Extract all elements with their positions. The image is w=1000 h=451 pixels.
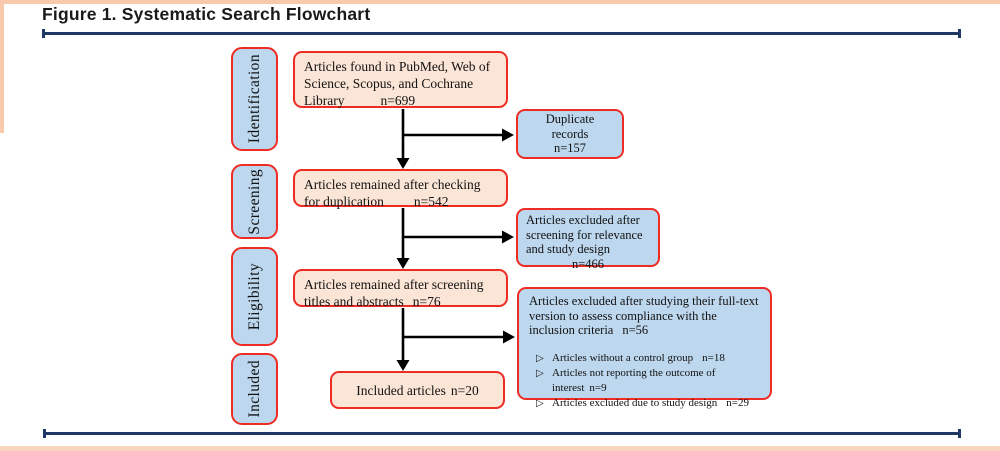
exclusion-reason-2-count: n=29 <box>726 396 749 409</box>
bottom-accent-strip <box>0 446 1000 451</box>
bullet-arrow-icon: ▷ <box>536 367 544 379</box>
box-after-duplication-text: Articles remained after checking for dup… <box>304 177 481 209</box>
exclusion-reason-0-text: Articles without a control group <box>552 351 694 364</box>
exclusion-reason-1-count: n=9 <box>589 381 607 394</box>
stage-eligibility-label: Eligibility <box>245 262 263 331</box>
top-rule-bar <box>42 32 961 35</box>
box-after-screening-text: Articles remained after screening titles… <box>304 277 484 309</box>
bullet-arrow-icon: ▷ <box>536 397 544 409</box>
box-included-articles-text: Included articles <box>356 382 446 398</box>
figure-title: Figure 1. Systematic Search Flowchart <box>42 4 371 24</box>
exclusion-reason-list: ▷ Articles without a control group n=18 ▷… <box>529 351 760 411</box>
box-articles-found-text: Articles found in PubMed, Web of Science… <box>304 59 491 108</box>
arrowhead-down-3 <box>396 360 410 371</box>
box-excluded-fulltext-count: n=56 <box>622 323 649 337</box>
arrowhead-down-2 <box>396 258 410 269</box>
box-after-screening: Articles remained after screening titles… <box>293 269 508 309</box>
stage-identification: Identification <box>231 47 278 151</box>
box-excluded-fulltext-text: Articles excluded after studying their f… <box>529 294 759 337</box>
exclusion-reason-text: Articles not reporting the outcome of in… <box>552 366 760 396</box>
stage-screening-label: Screening <box>245 168 263 235</box>
stage-identification-label: Identification <box>245 54 263 144</box>
exclusion-reason-item: ▷ Articles not reporting the outcome of … <box>529 366 760 396</box>
top-rule <box>42 29 961 38</box>
box-excluded-relevance-count: n=466 <box>571 256 605 271</box>
exclusion-reason-item: ▷ Articles without a control group n=18 <box>529 351 760 366</box>
stage-screening: Screening <box>231 164 278 239</box>
exclusion-reason-text: Articles without a control group n=18 <box>552 351 725 366</box>
arrowhead-right-2 <box>502 230 514 244</box>
box-articles-found-count: n=699 <box>380 93 416 108</box>
bullet-arrow-icon: ▷ <box>536 352 544 364</box>
exclusion-reason-0-count: n=18 <box>702 351 725 364</box>
arrowhead-right-1 <box>502 128 514 142</box>
box-excluded-fulltext: Articles excluded after studying their f… <box>517 287 772 409</box>
top-accent-strip <box>0 0 1000 4</box>
box-after-screening-count: n=76 <box>412 294 441 309</box>
bottom-rule-bar <box>43 432 961 435</box>
box-excluded-fulltext-header: Articles excluded after studying their f… <box>529 294 760 338</box>
box-duplicate-records-count: n=157 <box>553 141 587 156</box>
stage-included-label: Included <box>245 360 263 418</box>
arrowhead-down-1 <box>396 158 410 169</box>
box-duplicate-records-text: Duplicate records <box>545 112 595 141</box>
box-duplicate-records: Duplicate records n=157 <box>516 109 624 159</box>
arrowhead-right-3 <box>503 330 515 344</box>
box-after-duplication: Articles remained after checking for dup… <box>293 169 508 209</box>
box-included-articles-count: n=20 <box>450 382 479 398</box>
box-articles-found: Articles found in PubMed, Web of Science… <box>293 51 508 108</box>
left-accent-strip <box>0 0 4 133</box>
exclusion-reason-2-text: Articles excluded due to study design <box>552 396 718 409</box>
stage-included: Included <box>231 353 278 425</box>
stage-eligibility: Eligibility <box>231 247 278 346</box>
box-excluded-relevance: Articles excluded after screening for re… <box>516 208 660 271</box>
exclusion-reason-text: Articles excluded due to study design n=2… <box>552 396 749 411</box>
box-after-duplication-count: n=542 <box>413 194 449 209</box>
exclusion-reason-1-text: Articles not reporting the outcome of in… <box>552 366 716 394</box>
box-excluded-relevance-text: Articles excluded after screening for re… <box>526 213 643 256</box>
exclusion-reason-item: ▷ Articles excluded due to study design n… <box>529 396 760 411</box>
bottom-rule <box>43 429 961 438</box>
